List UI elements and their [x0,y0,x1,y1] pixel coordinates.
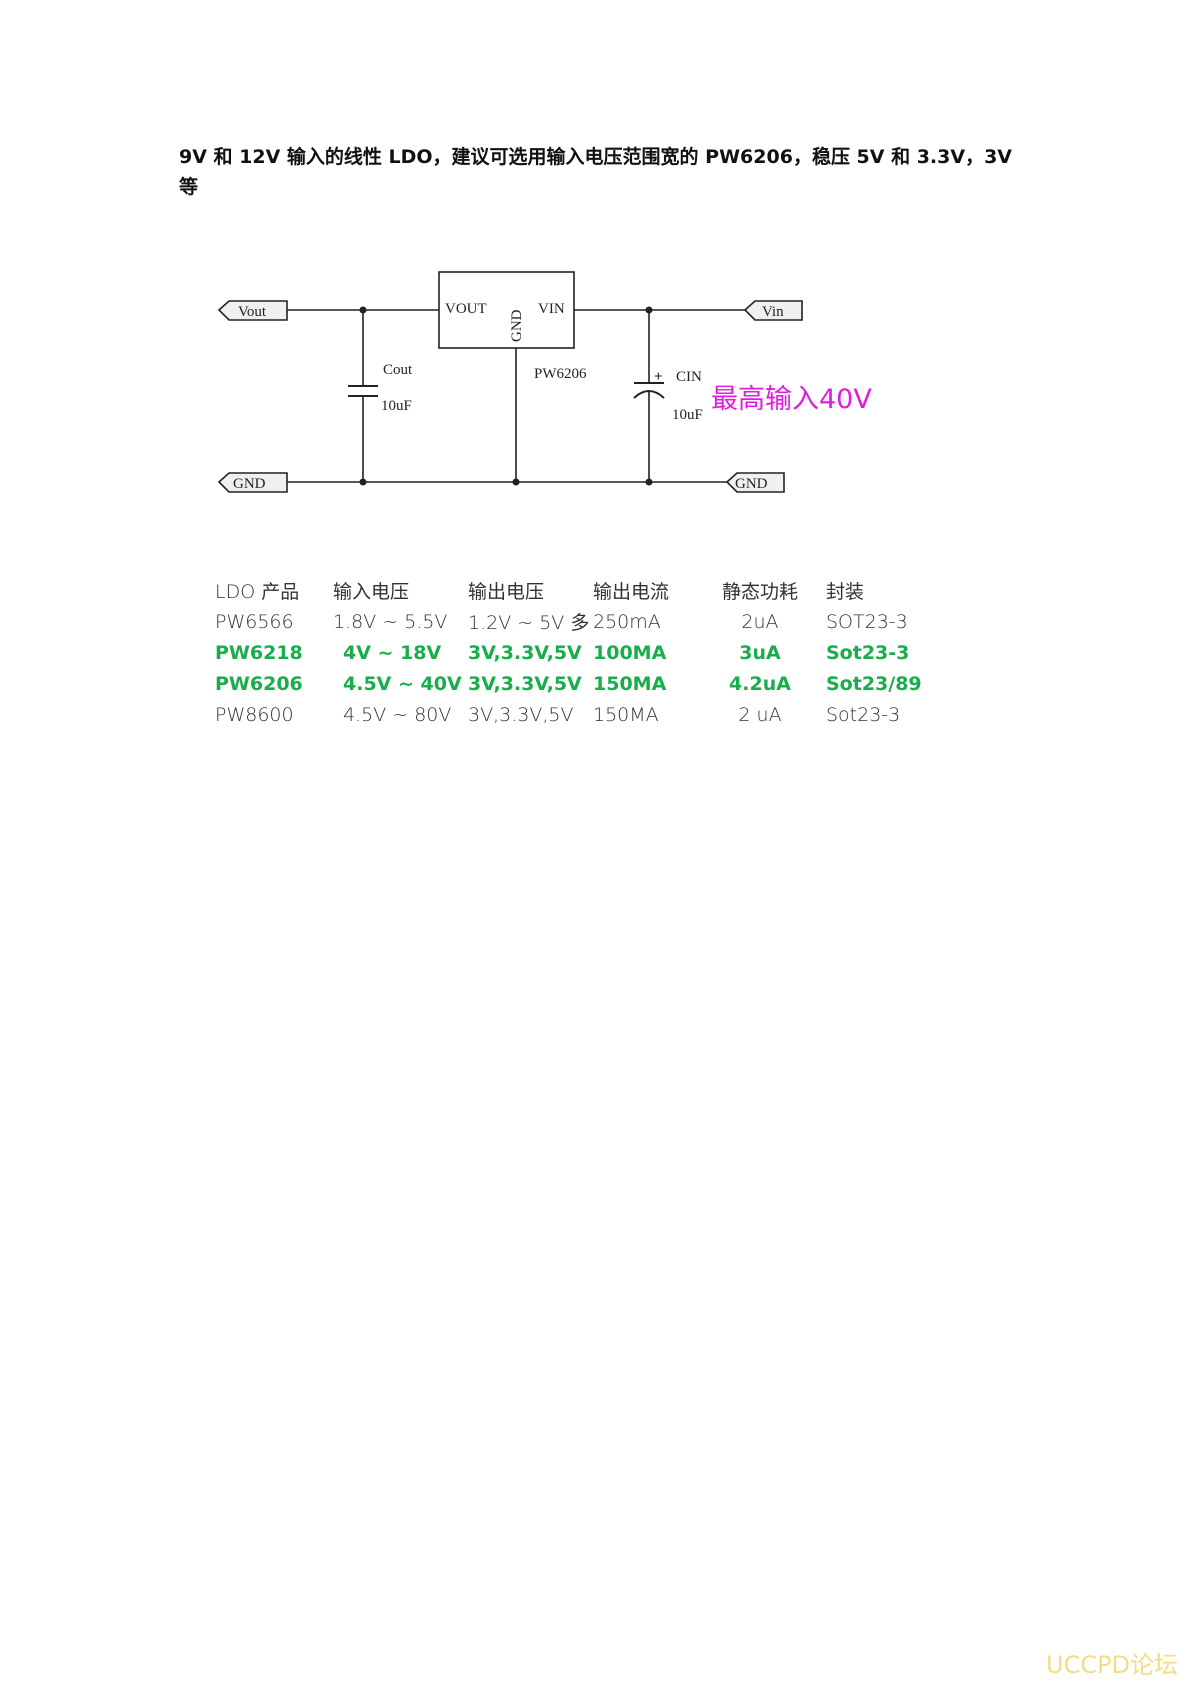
ic-name: PW6206 [534,366,587,382]
cell-package: Sot23-3 [826,641,910,664]
table-header-row: LDO 产品 输入电压 输出电压 输出电流 静态功耗 封装 [215,575,936,606]
cell-package: Sot23-3 [826,703,901,726]
cell-input-voltage: 4V ~ 18V [343,641,442,664]
cell-package: Sot23/89 [826,672,922,695]
cell-output-voltage: 1.2V ~ 5V 多 [468,612,590,634]
cell-product: PW6218 [215,641,303,664]
watermark: UCCPD论坛 [1046,1651,1179,1679]
cell-input-voltage: 4.5V ~ 80V [343,703,452,726]
cell-output-current: 150MA [593,672,667,695]
cell-quiescent: 4.2uA [729,672,791,695]
cell-quiescent: 3uA [739,641,781,664]
ldo-spec-table: LDO 产品 输入电压 输出电压 输出电流 静态功耗 封装 PW6566 1.8… [215,575,936,730]
header-input-voltage: 输入电压 [333,581,410,603]
table-row: PW6218 4V ~ 18V 3V,3.3V,5V 100MA 3uA Sot… [215,637,936,668]
cell-output-current: 150MA [593,703,659,726]
ic-box [438,271,575,349]
ldo-circuit-diagram: Vout Vin GND GND VOUT VIN GND PW6206 Cou… [217,271,872,493]
cell-output-voltage: 3V,3.3V,5V [468,672,582,695]
cell-output-current: 250mA [593,610,661,633]
junction-dot [359,306,367,314]
header-output-voltage: 输出电压 [468,581,545,603]
junction-dot [645,478,653,486]
cin-label: CIN [676,369,702,385]
header-quiescent: 静态功耗 [721,581,798,603]
table-row: PW6206 4.5V ~ 40V 3V,3.3V,5V 150MA 4.2uA… [215,668,936,699]
cin-polarity: + [654,369,663,385]
cell-input-voltage: 4.5V ~ 40V [343,672,462,695]
cout-label: Cout [383,362,413,378]
cell-output-voltage: 3V,3.3V,5V [468,641,582,664]
cell-input-voltage: 1.8V ~ 5.5V [333,610,448,633]
cell-output-current: 100MA [593,641,667,664]
gnd-right-port-tag [725,472,785,493]
table-row: PW6566 1.8V ~ 5.5V 1.2V ~ 5V 多 250mA 2uA… [215,606,936,637]
ic-pin-vout: VOUT [445,301,487,317]
vout-port-tag [217,300,288,321]
ic-pin-gnd: GND [509,309,525,342]
cell-package: SOT23-3 [826,610,908,633]
vin-port-label: Vin [762,304,784,320]
cin-value: 10uF [672,407,703,423]
max-input-note: 最高输入40V [711,384,872,415]
vin-port-tag [743,300,803,321]
vout-port-label: Vout [238,304,267,320]
header-output-current: 输出电流 [593,581,670,603]
cout-value: 10uF [381,398,412,414]
header-product: LDO 产品 [215,581,300,603]
cin-plate-curved [633,390,665,399]
cell-quiescent: 2 uA [738,703,782,726]
table-row: PW8600 4.5V ~ 80V 3V,3.3V,5V 150MA 2 uA … [215,699,936,730]
gnd-left-port-label: GND [233,476,266,492]
cell-output-voltage: 3V,3.3V,5V [468,703,574,726]
junction-dot [359,478,367,486]
cell-product: PW6206 [215,672,303,695]
header-package: 封装 [826,581,865,603]
page-title: 9V 和 12V 输入的线性 LDO，建议可选用输入电压范围宽的 PW6206，… [179,146,1012,198]
cell-quiescent: 2uA [741,610,779,633]
junction-dot [645,306,653,314]
gnd-left-port-tag [217,472,288,493]
cell-product: PW6566 [215,610,294,633]
cell-product: PW8600 [215,703,294,726]
junction-dot [512,478,520,486]
gnd-right-port-label: GND [735,476,768,492]
ic-pin-vin: VIN [538,301,565,317]
